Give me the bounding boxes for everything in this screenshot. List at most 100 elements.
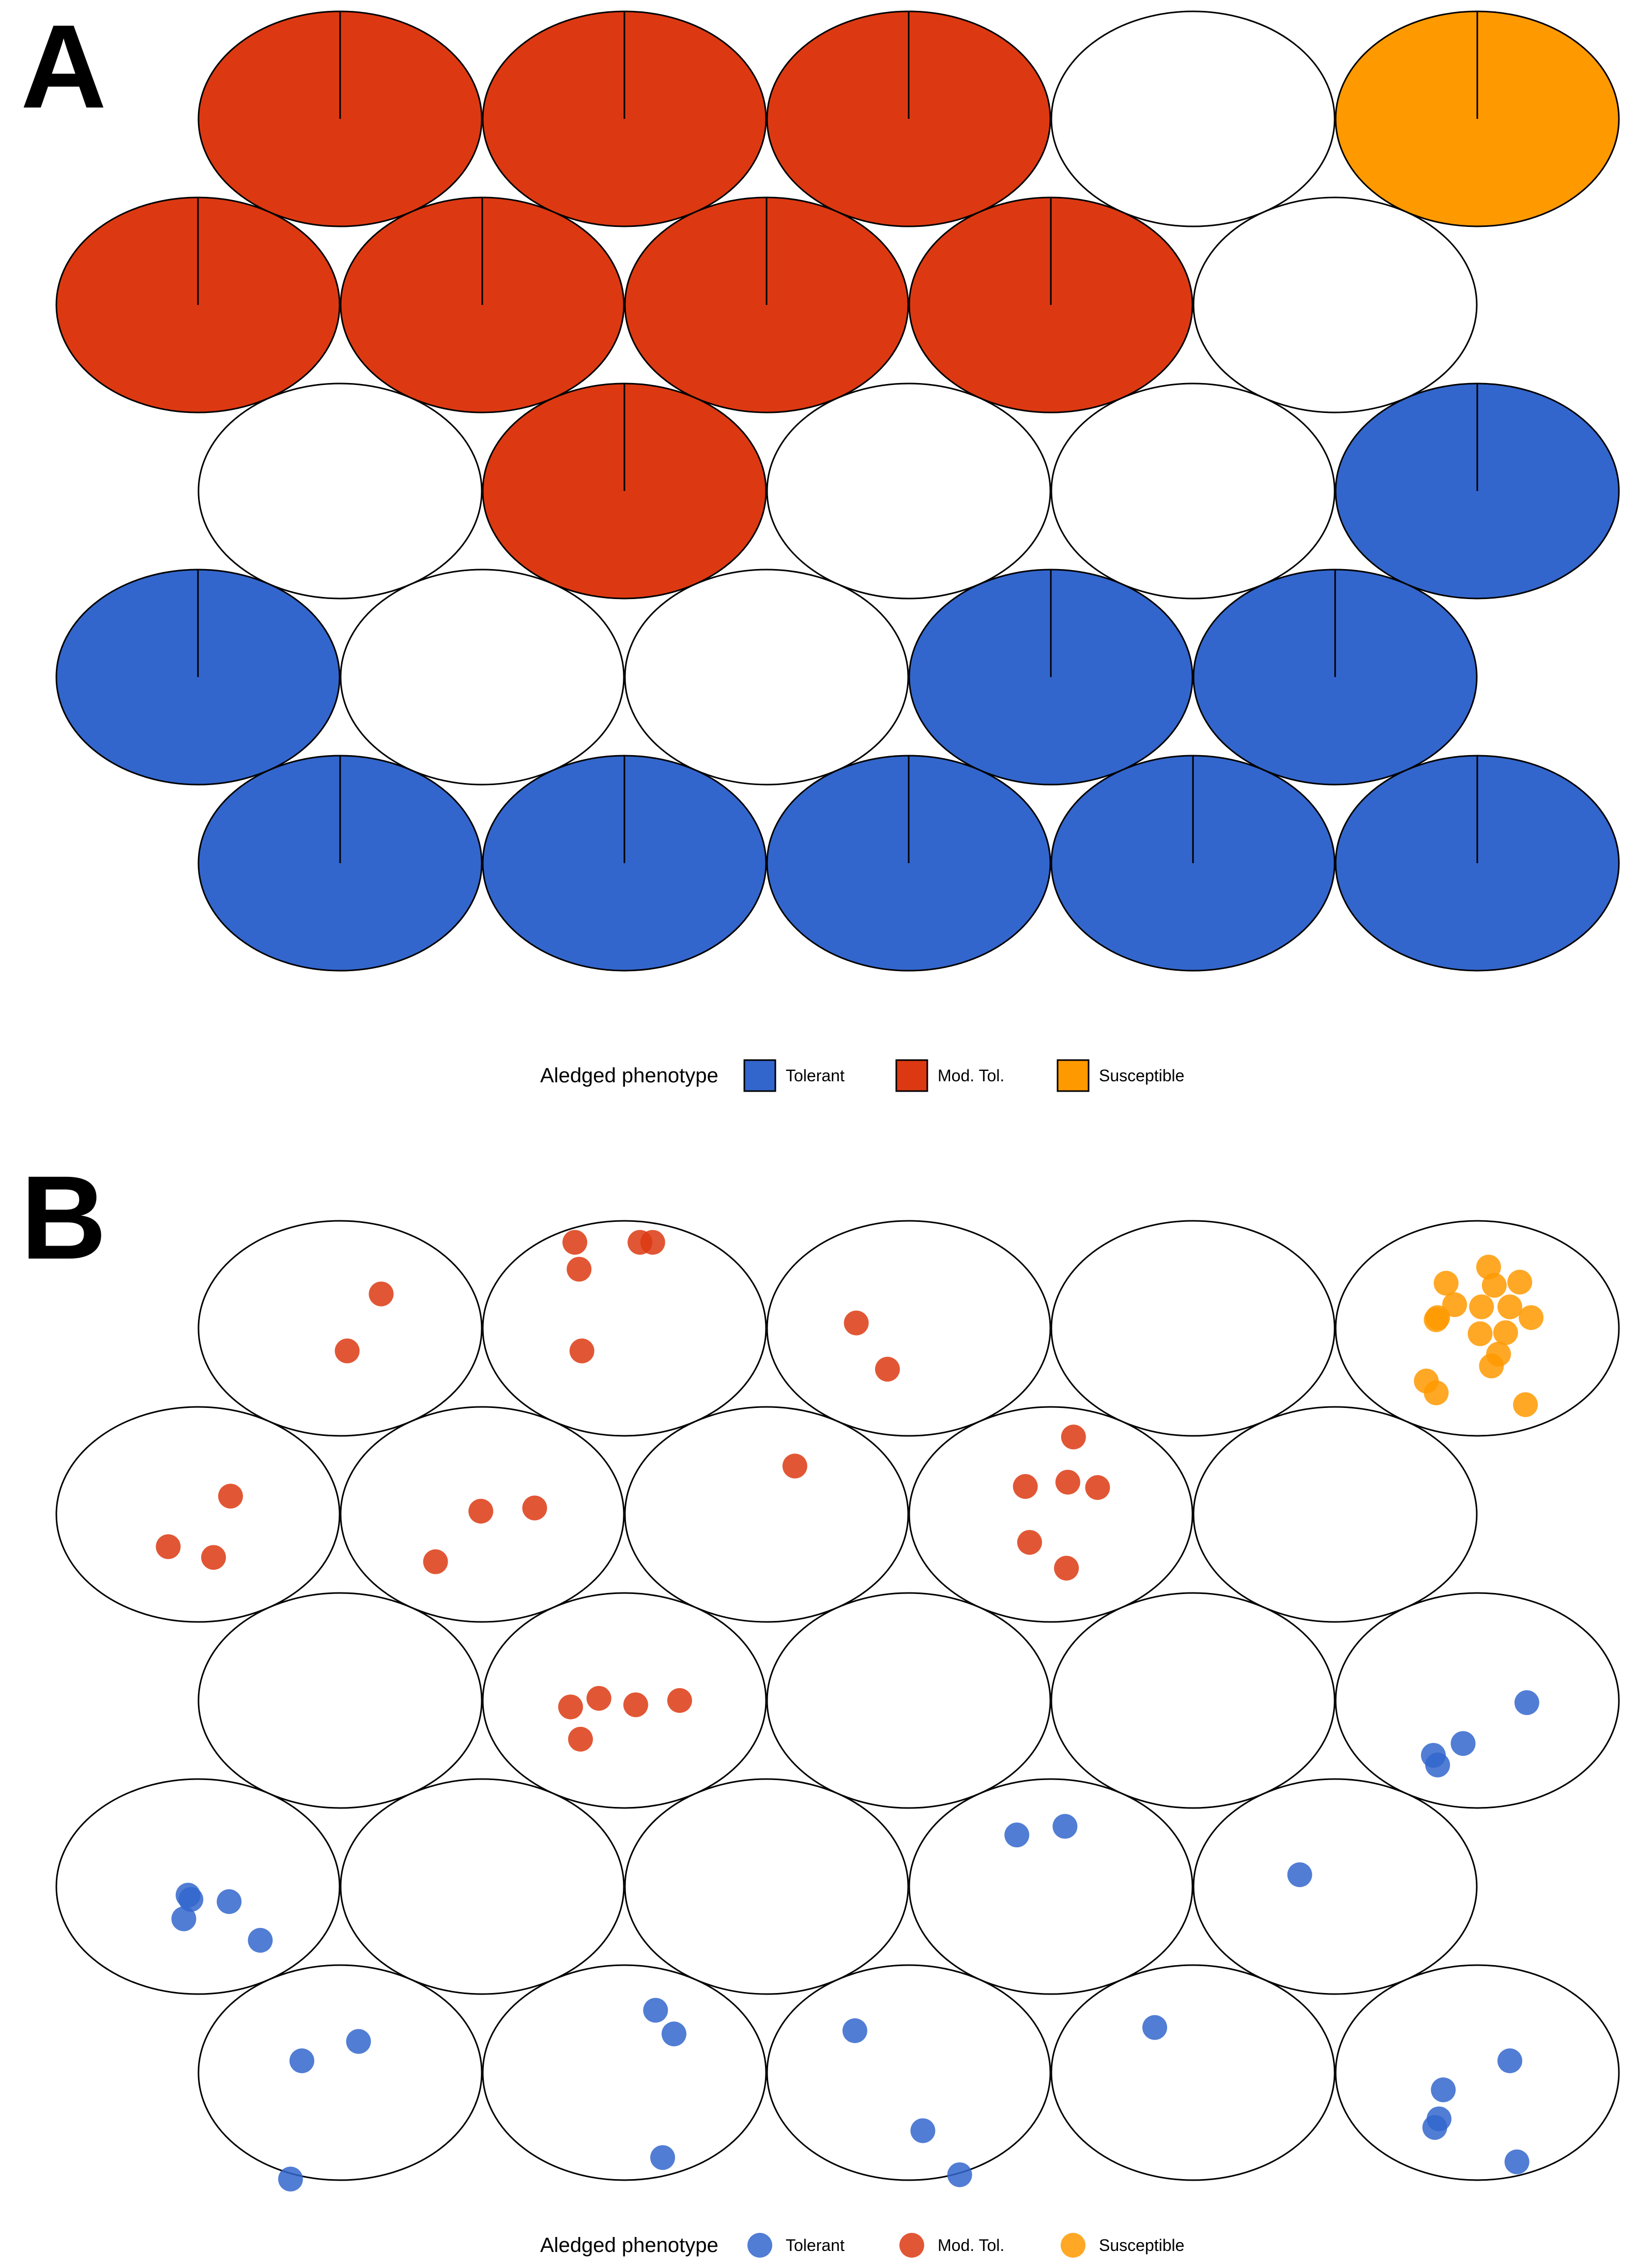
cell-ellipse [482,1220,767,1437]
legend-item-mod-tol: Mod. Tol. [895,1059,1004,1092]
map-cell [1335,1964,1620,2181]
cell-ellipse [1192,196,1478,413]
map-cell [624,569,909,786]
map-cell [340,1406,625,1623]
map-cell [1050,1592,1336,1809]
data-point-tolerant [1142,2015,1168,2040]
cell-ellipse [340,569,625,786]
cell-ellipse [624,569,909,786]
map-cell [482,1964,767,2181]
cell-ellipse [197,1592,483,1809]
data-point-tolerant [178,1887,204,1912]
map-cell [197,382,483,600]
map-cell [1050,382,1336,600]
data-point-tolerant [171,1906,196,1932]
legend-swatch [743,1059,776,1092]
data-point-susceptible [1424,1380,1449,1405]
cell-ellipse [624,1406,909,1623]
panel-label-a: A [21,0,106,133]
map-cell [624,1406,909,1623]
data-point-susceptible [1493,1320,1518,1345]
data-point-tolerant [1287,1862,1312,1888]
map-cell [908,1778,1194,1995]
map-cell [908,569,1194,786]
legend-item-susceptible: Susceptible [1057,1059,1184,1092]
legend-swatch [1061,2233,1085,2258]
legend-swatch [899,2233,924,2258]
cell-ellipse [1335,1592,1620,1809]
map-cell [197,1592,483,1809]
legend-title: Aledged phenotype [540,2234,718,2257]
data-point-mod-tol [844,1310,869,1336]
data-point-tolerant [947,2162,972,2187]
legend-label: Mod. Tol. [938,1066,1004,1085]
cell-ellipse [55,1406,341,1623]
data-point-tolerant [1514,1690,1539,1715]
map-cell [1050,1964,1336,2181]
data-point-tolerant [217,1889,242,1914]
legend-item-tolerant: Tolerant [747,2233,845,2258]
cell-ellipse [1050,382,1336,600]
map-cell [197,1964,483,2192]
map-cell [766,1964,1051,2187]
data-point-tolerant [650,2145,675,2170]
data-point-susceptible [1442,1292,1467,1317]
cell-ellipse [1192,1778,1478,1995]
data-point-tolerant [1504,2149,1529,2174]
legend-label: Tolerant [786,2236,845,2255]
data-point-mod-tol [623,1692,648,1718]
data-point-mod-tol [667,1688,692,1713]
data-point-susceptible [1507,1269,1533,1295]
map-cell [624,1778,909,1995]
map-cell [1335,382,1620,600]
data-point-tolerant [661,2021,686,2047]
data-point-mod-tol [1054,1556,1079,1581]
data-point-mod-tol [586,1685,611,1711]
cell-ellipse [1335,1964,1620,2181]
legend-swatch [1057,1059,1090,1092]
map-cell [340,1778,625,1995]
map-cell [197,10,483,227]
data-point-tolerant [842,2018,867,2043]
data-point-tolerant [1425,1752,1450,1777]
cell-ellipse [766,1964,1051,2181]
data-point-mod-tol [569,1338,594,1363]
data-point-tolerant [643,1998,668,2023]
panel-label-b: B [21,1151,106,1284]
data-point-mod-tol [156,1534,181,1559]
map-cell [482,10,767,227]
data-point-tolerant [1450,1731,1476,1756]
data-point-tolerant [278,2166,303,2192]
data-point-mod-tol [875,1357,900,1382]
map-cell [908,196,1194,413]
legend-swatch [747,2233,772,2258]
map-cell [197,755,483,972]
data-point-susceptible [1519,1305,1544,1330]
cell-ellipse [624,1778,909,1995]
data-point-susceptible [1469,1294,1494,1320]
data-point-mod-tol [1085,1475,1110,1500]
data-point-mod-tol [567,1256,592,1282]
cell-ellipse [1050,1592,1336,1809]
data-point-mod-tol [369,1281,394,1307]
map-cell [766,1592,1051,1809]
data-point-mod-tol [334,1338,360,1363]
map-cell [482,1592,767,1809]
data-point-tolerant [1431,2077,1456,2103]
map-cell [766,1220,1051,1437]
data-point-tolerant [1004,1822,1030,1848]
map-cell [197,1220,483,1437]
data-point-mod-tol [201,1545,226,1570]
cell-ellipse [1050,10,1336,227]
data-point-mod-tol [468,1498,494,1524]
data-point-mod-tol [558,1694,583,1720]
data-point-mod-tol [1061,1424,1086,1450]
map-cell [482,1220,767,1437]
cell-ellipse [1050,1964,1336,2181]
map-cell [55,1778,341,1995]
panel-a-cells [55,10,1620,972]
